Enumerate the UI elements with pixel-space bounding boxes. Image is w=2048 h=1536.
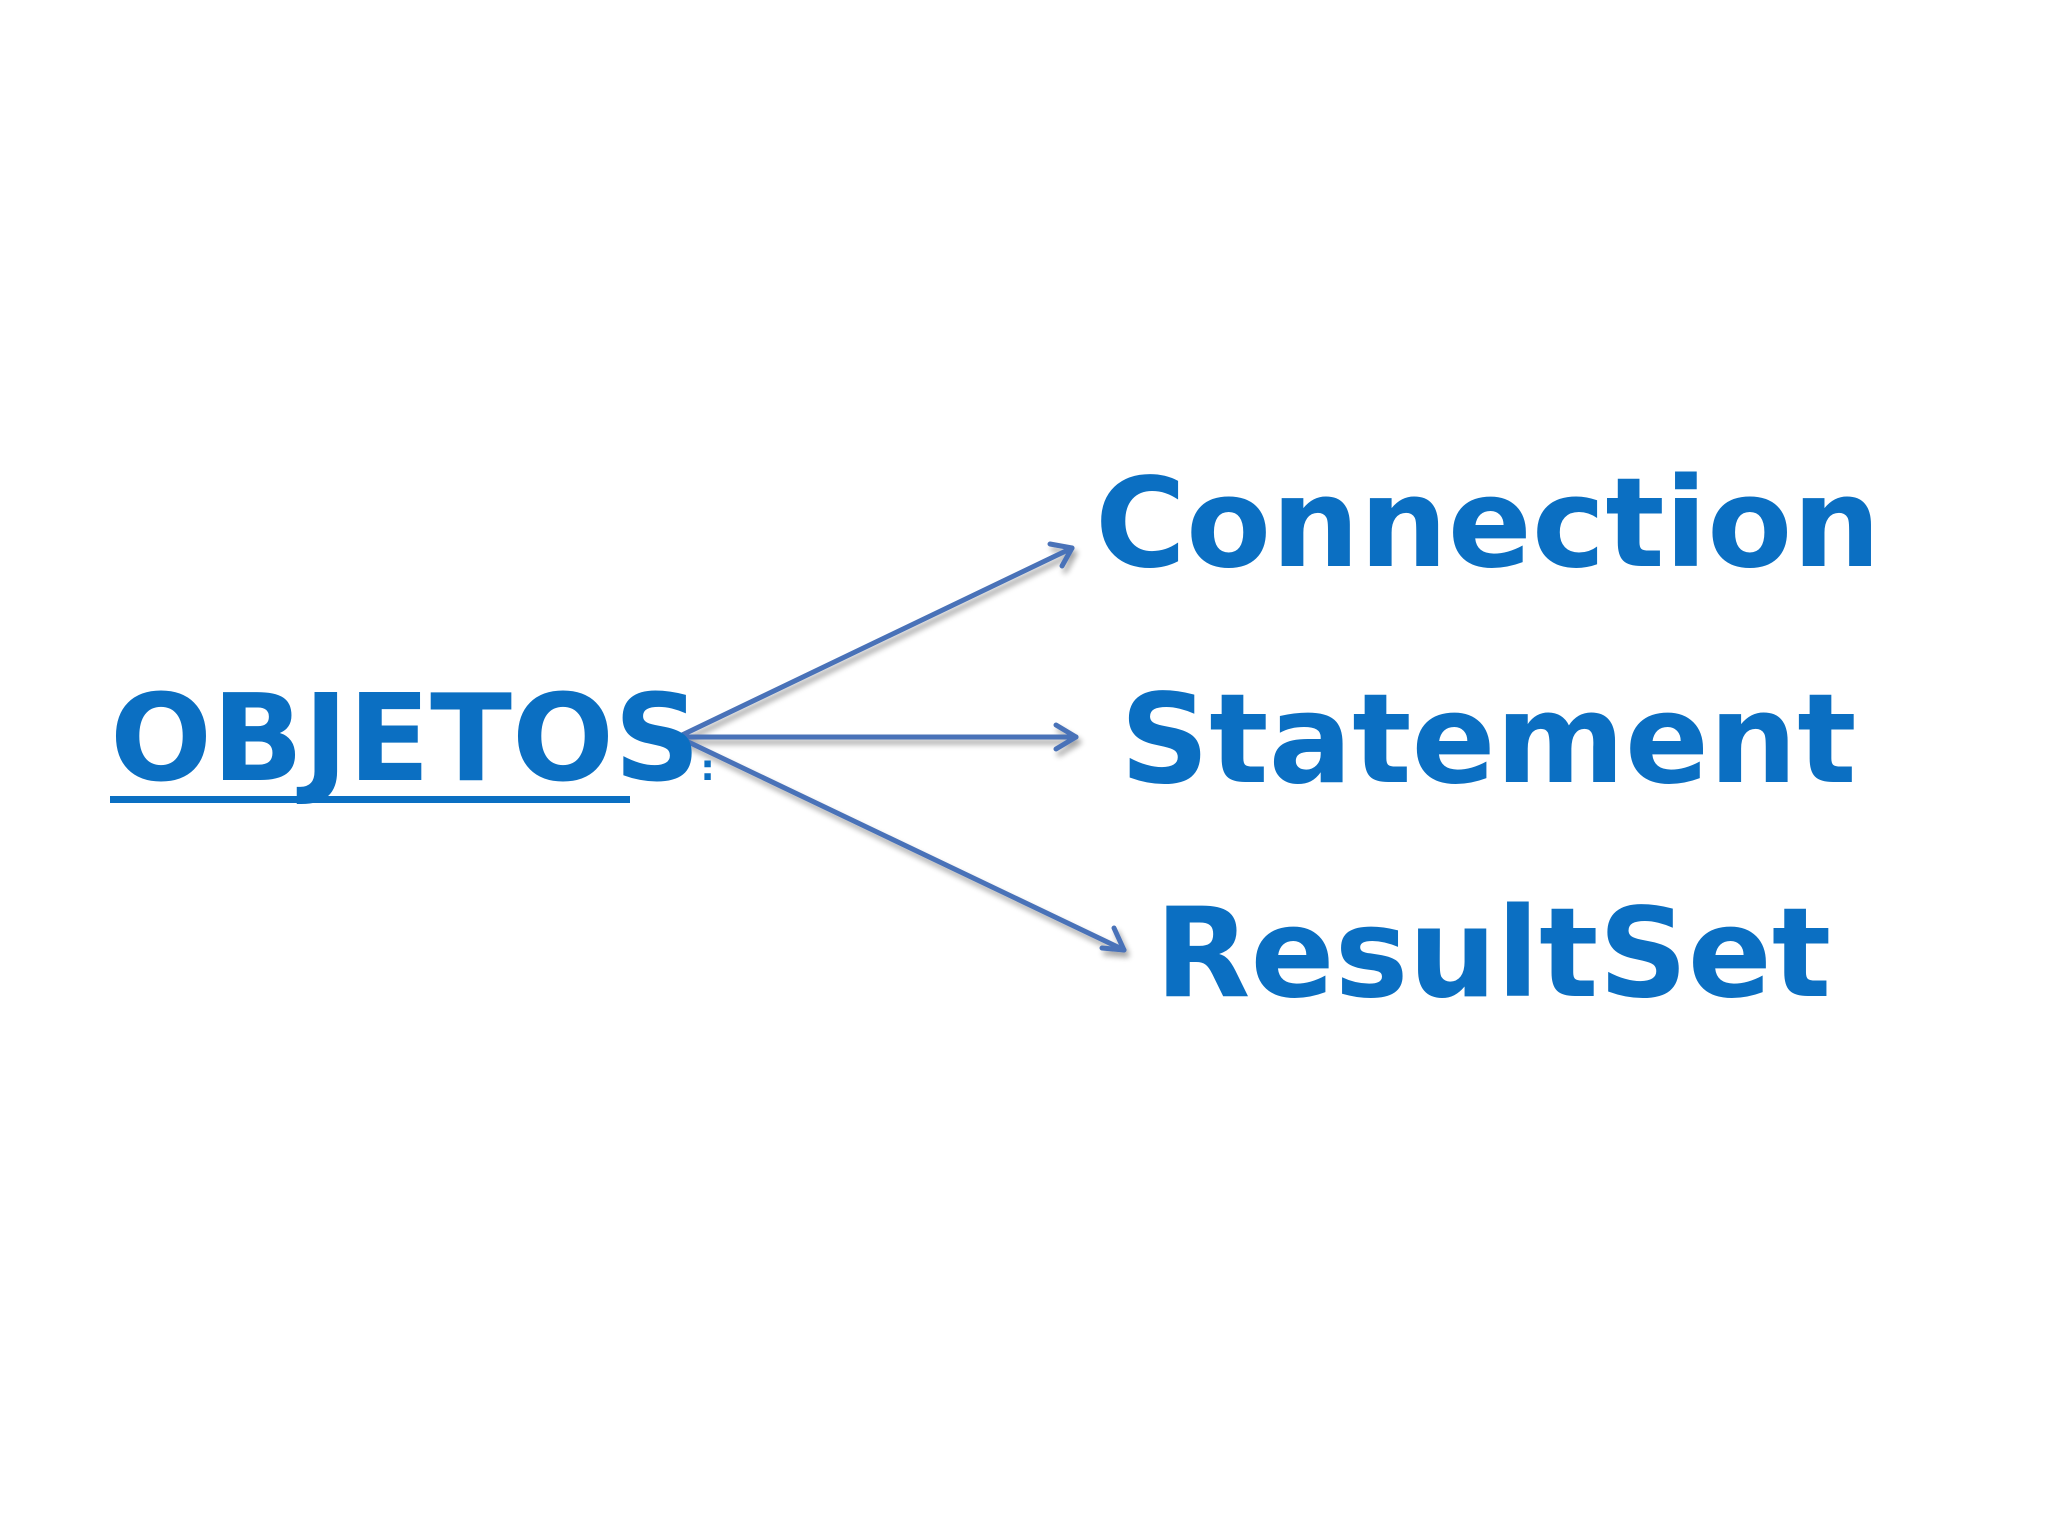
- arrow-to-resultset: [677, 735, 1127, 953]
- target-connection: Connection: [1095, 452, 1881, 596]
- source-label: OBJETOS:: [110, 680, 715, 800]
- arrow-to-connection: [677, 541, 1075, 739]
- source-label-suffix: :: [700, 748, 715, 789]
- arrow-to-statement: [677, 722, 1079, 752]
- source-underline: [110, 796, 630, 803]
- target-resultset: ResultSet: [1155, 882, 1832, 1026]
- source-label-text: OBJETOS: [110, 670, 701, 809]
- target-statement: Statement: [1120, 668, 1857, 812]
